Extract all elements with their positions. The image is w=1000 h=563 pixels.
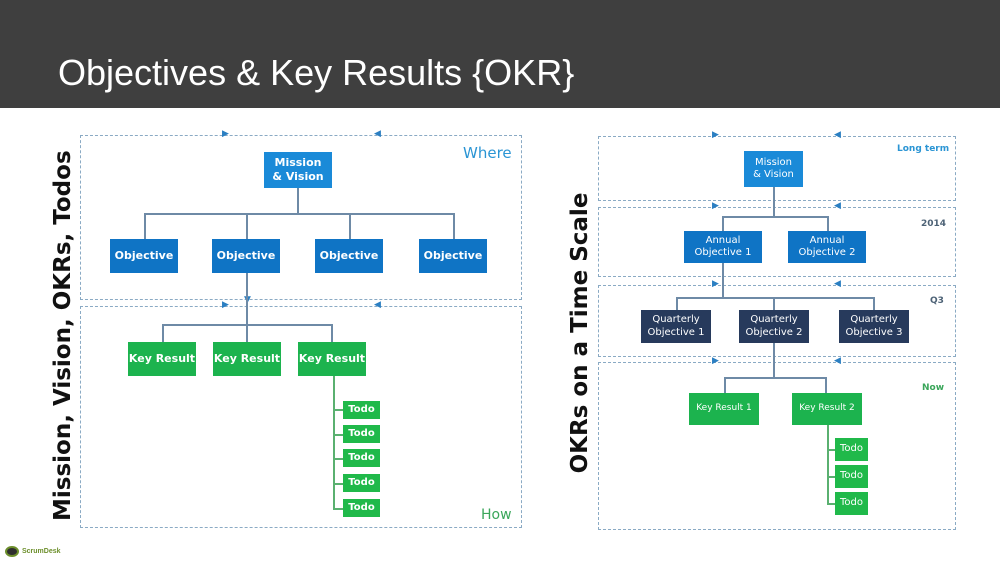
arrow-left-icon: ◀: [834, 201, 841, 211]
connector: [333, 458, 343, 460]
band-label-long-term: Long term: [897, 144, 950, 154]
todo-node: Todo: [835, 438, 868, 461]
arrow-left-icon: ◀: [834, 130, 841, 140]
arrow-left-icon: ◀: [374, 129, 381, 139]
connector: [246, 324, 248, 342]
connector: [773, 343, 775, 378]
left-where-region: [80, 135, 522, 300]
arrow-left-icon: ◀: [374, 300, 381, 310]
connector: [297, 187, 299, 214]
key-result-node: Key Result 1: [689, 393, 759, 425]
connector: [827, 449, 836, 451]
arrow-right-icon: ▶: [712, 356, 719, 366]
key-result-node: Key Result: [298, 342, 366, 376]
band-label-now: Now: [922, 383, 945, 393]
connector: [333, 483, 343, 485]
left-side-title: Mission, Vision, OKRs, Todos: [50, 150, 76, 521]
annual-objective-node: Annual Objective 1: [684, 231, 762, 263]
objective-node: Objective: [110, 239, 178, 273]
connector: [144, 213, 146, 239]
connector: [331, 324, 333, 342]
todo-node: Todo: [343, 401, 380, 419]
arrow-right-icon: ▶: [712, 201, 719, 211]
connector: [827, 425, 829, 504]
band-label-year: 2014: [921, 219, 947, 229]
key-result-node: Key Result: [213, 342, 281, 376]
annual-objective-node: Annual Objective 2: [788, 231, 866, 263]
todo-node: Todo: [343, 499, 380, 517]
logo-icon: [5, 546, 19, 557]
connector: [453, 213, 455, 239]
now-band: [598, 362, 956, 530]
objective-node: Objective: [212, 239, 280, 273]
connector: [722, 216, 828, 218]
connector: [246, 213, 248, 239]
connector: [349, 213, 351, 239]
objective-node: Objective: [419, 239, 487, 273]
connector: [773, 297, 775, 310]
right-side-title: OKRs on a Time Scale: [567, 192, 593, 474]
connector: [724, 377, 726, 393]
objective-node: Objective: [315, 239, 383, 273]
todo-node: Todo: [835, 492, 868, 515]
company-logo: ScrumDesk: [5, 546, 61, 557]
band-label-quarter: Q3: [930, 296, 944, 306]
connector: [827, 216, 829, 232]
connector: [722, 216, 724, 232]
slide-body: [0, 108, 1000, 563]
title-bar: Objectives & Key Results {OKR}: [0, 0, 1000, 108]
connector: [825, 377, 827, 393]
arrow-left-icon: ◀: [834, 356, 841, 366]
connector: [246, 273, 248, 325]
connector: [873, 297, 875, 310]
arrow-right-icon: ▶: [712, 279, 719, 289]
connector: [827, 476, 836, 478]
left-how-region: [80, 306, 522, 528]
connector: [333, 376, 335, 510]
connector: [676, 297, 678, 310]
quarter-band: [598, 285, 956, 357]
mission-vision-node: Mission & Vision: [264, 152, 332, 188]
connector: [333, 508, 343, 510]
logo-text: ScrumDesk: [22, 548, 61, 555]
arrow-right-icon: ▶: [222, 129, 229, 139]
todo-node: Todo: [343, 425, 380, 443]
todo-node: Todo: [835, 465, 868, 488]
connector: [676, 297, 874, 299]
connector: [333, 434, 343, 436]
connector: [724, 377, 826, 379]
arrow-right-icon: ▶: [712, 130, 719, 140]
quarterly-objective-node: Quarterly Objective 3: [839, 310, 909, 343]
where-label: Where: [463, 144, 512, 162]
connector: [722, 262, 724, 298]
key-result-node: Key Result 2: [792, 393, 862, 425]
how-label: How: [481, 507, 512, 523]
mission-vision-node: Mission & Vision: [744, 151, 803, 187]
long-term-band: [598, 136, 956, 201]
key-result-node: Key Result: [128, 342, 196, 376]
connector: [162, 324, 164, 342]
connector: [144, 213, 454, 215]
quarterly-objective-node: Quarterly Objective 1: [641, 310, 711, 343]
arrow-left-icon: ◀: [834, 279, 841, 289]
year-band: [598, 207, 956, 277]
slide-title: Objectives & Key Results {OKR}: [58, 52, 575, 93]
connector: [773, 187, 775, 217]
connector: [827, 503, 836, 505]
todo-node: Todo: [343, 474, 380, 492]
todo-node: Todo: [343, 449, 380, 467]
connector: [333, 409, 343, 411]
quarterly-objective-node: Quarterly Objective 2: [739, 310, 809, 343]
arrow-right-icon: ▶: [222, 300, 229, 310]
